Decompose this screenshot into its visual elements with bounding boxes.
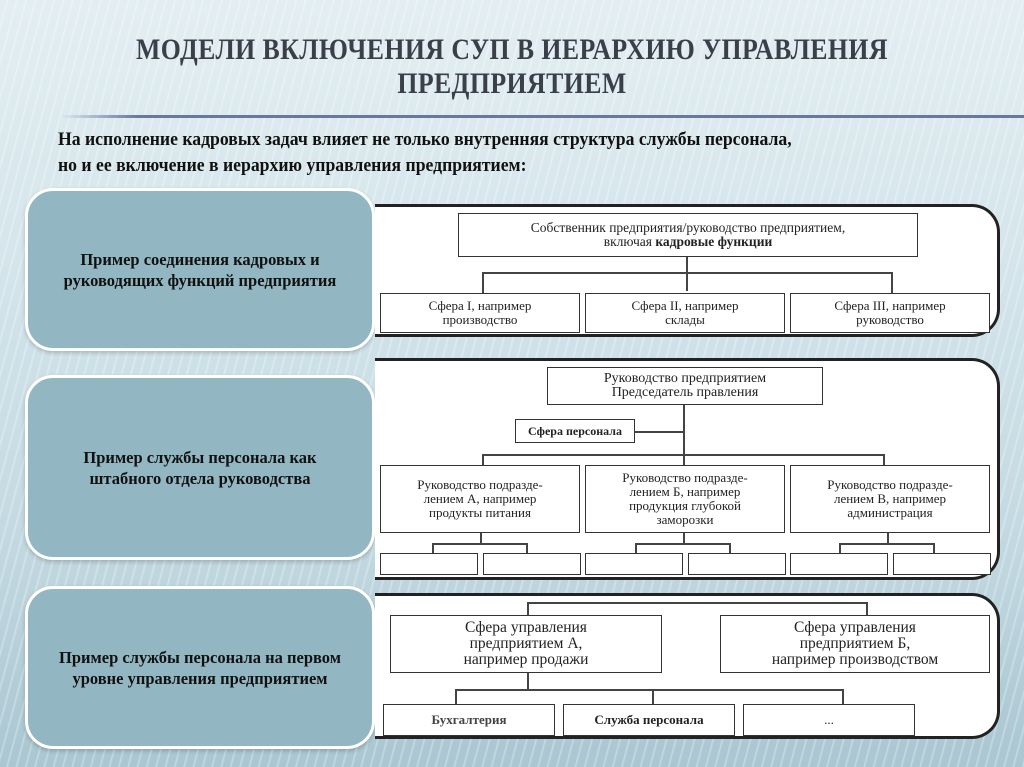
model-3-label: Пример службы персонала на первом уровне… <box>25 586 375 749</box>
connector <box>887 533 889 543</box>
intro-text: На исполнение кадровых задач влияет не т… <box>58 127 951 179</box>
division-c-line-3: администрация <box>847 505 933 520</box>
connector <box>455 689 457 705</box>
other-unit-box: ... <box>743 704 915 736</box>
connector <box>635 431 683 433</box>
sphere-b-line-3: например производством <box>771 651 939 668</box>
sphere-1-line-2: производство <box>442 312 518 327</box>
connector <box>482 454 884 456</box>
sphere-3-line-1: Сфера III, например <box>834 298 946 313</box>
division-a-line-2: лением А, например <box>423 491 537 506</box>
connector <box>432 543 527 545</box>
connector <box>933 543 935 553</box>
connector <box>455 689 843 691</box>
connector <box>635 543 637 553</box>
sphere-a-line-1: Сфера управления <box>465 619 587 636</box>
owner-line-1: Собственник предприятия/руководство пред… <box>530 220 846 235</box>
accounting-box: Бухгалтерия <box>383 704 555 736</box>
connector <box>482 272 484 294</box>
connector <box>866 602 868 616</box>
model-2-label: Пример службы персонала как штабного отд… <box>25 375 375 560</box>
management-line-2: Председатель правления <box>611 385 759 400</box>
personnel-service-box: Служба персонала <box>563 704 735 736</box>
sub-unit-box <box>790 553 888 575</box>
connector <box>883 454 885 466</box>
title-line-2: ПРЕДПРИЯТИЕМ <box>397 67 627 100</box>
sphere-2-line-1: Сфера II, например <box>631 298 739 313</box>
title-divider <box>60 115 1024 118</box>
staff-box: Сфера персонала <box>515 419 635 443</box>
division-b-line-2: лением Б, например <box>629 484 741 499</box>
connector <box>683 405 685 473</box>
connector <box>526 543 528 553</box>
connector <box>891 272 893 294</box>
sub-unit-box <box>585 553 683 575</box>
connector <box>683 533 685 543</box>
division-b-line-1: Руководство подразде- <box>622 470 748 485</box>
sphere-a-line-3: например продажи <box>463 651 589 668</box>
model-1-diagram: Собственник предприятия/руководство пред… <box>375 204 1000 337</box>
sphere-a-line-2: предприятием А, <box>469 635 583 652</box>
division-a-line-3: продукты питания <box>429 505 531 520</box>
model-1-label: Пример соединения кадровых и руководящих… <box>25 188 375 351</box>
connector <box>482 454 484 466</box>
sphere-3-line-2: руководство <box>856 312 924 327</box>
connector <box>527 602 529 616</box>
intro-line-1: На исполнение кадровых задач влияет не т… <box>58 129 792 150</box>
connector <box>432 543 434 553</box>
connector <box>839 543 934 545</box>
connector <box>652 689 654 705</box>
connector <box>839 543 841 553</box>
owner-box: Собственник предприятия/руководство пред… <box>458 213 918 257</box>
connector <box>527 602 867 604</box>
connector <box>527 673 529 689</box>
owner-line-2-plain: включая <box>603 234 656 249</box>
sphere-2-line-2: склады <box>665 312 705 327</box>
connector <box>842 689 844 705</box>
division-a-line-1: Руководство подразде- <box>417 477 543 492</box>
connector <box>635 543 730 545</box>
management-line-1: Руководство предприятием <box>603 371 767 386</box>
sub-unit-box <box>380 553 478 575</box>
sphere-b-line-2: предприятием Б, <box>799 635 911 652</box>
owner-line-2: включая кадровые функции <box>604 235 773 249</box>
owner-line-2-bold: кадровые функции <box>655 234 773 249</box>
connector <box>686 257 688 291</box>
division-b-line-4: заморозки <box>656 512 714 527</box>
sub-unit-box <box>483 553 581 575</box>
sphere-b-line-1: Сфера управления <box>794 619 916 636</box>
division-c-line-2: лением В, например <box>833 491 947 506</box>
sub-unit-box <box>688 553 786 575</box>
connector <box>482 272 892 274</box>
title-line-1: МОДЕЛИ ВКЛЮЧЕНИЯ СУП В ИЕРАРХИЮ УПРАВЛЕН… <box>135 33 888 66</box>
division-b-line-3: продукция глубокой <box>629 498 741 513</box>
slide-title: МОДЕЛИ ВКЛЮЧЕНИЯ СУП В ИЕРАРХИЮ УПРАВЛЕН… <box>72 33 953 101</box>
sub-unit-box <box>893 553 991 575</box>
connector <box>729 543 731 553</box>
intro-line-2: но и ее включение в иерархию управления … <box>58 155 527 176</box>
division-c-line-1: Руководство подразде- <box>827 477 953 492</box>
connector <box>480 533 482 543</box>
sphere-1-line-1: Сфера I, например <box>428 298 532 313</box>
